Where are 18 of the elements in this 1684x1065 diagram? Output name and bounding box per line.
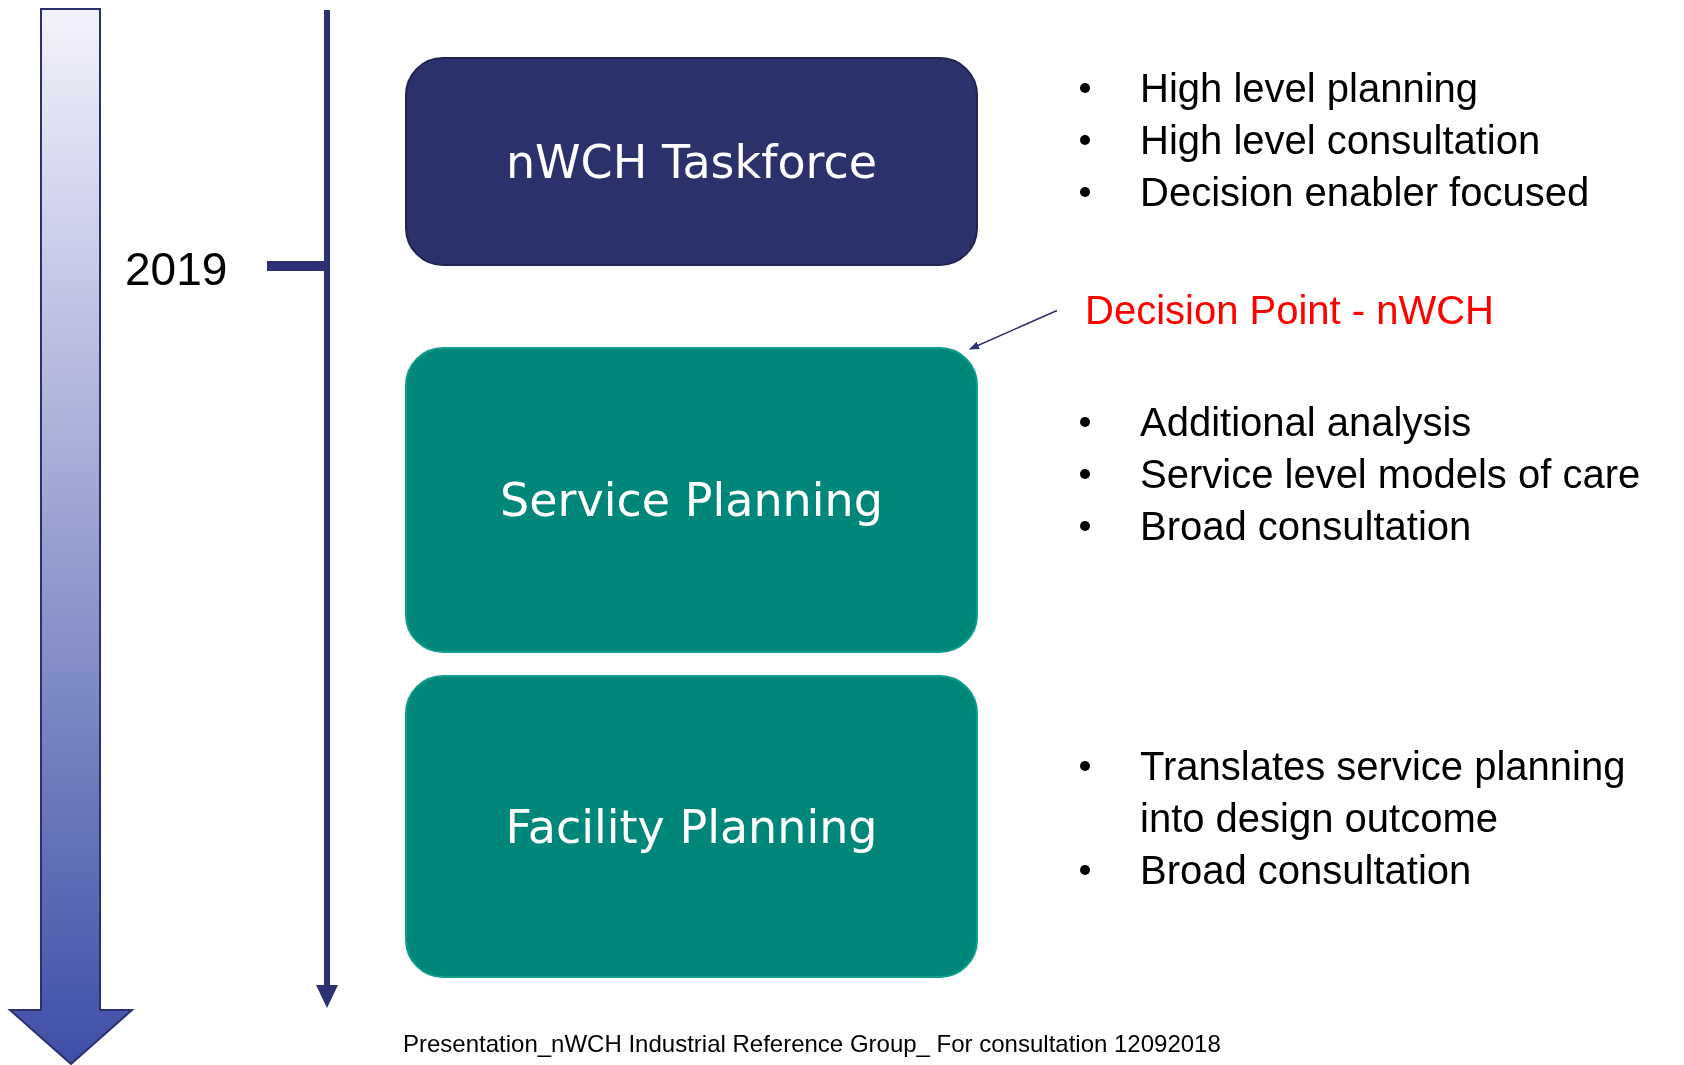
bullet-text: Additional analysis	[1140, 399, 1472, 446]
year-label: 2019	[125, 242, 228, 296]
bullet-text: Decision enabler focused	[1140, 169, 1590, 216]
stage-title: nWCH Taskforce	[505, 134, 878, 189]
bullet-text: Broad consultation	[1140, 503, 1472, 550]
callout-text: Decision Point - nWCH	[1085, 288, 1494, 333]
bullet-text: High level planning	[1140, 65, 1478, 112]
bullet-text: Translates service planning into design outcome	[1140, 743, 1627, 842]
bullet-text: Service level models of care	[1140, 451, 1641, 498]
stage-box	[405, 57, 978, 266]
bullet-text: Broad consultation	[1140, 847, 1472, 894]
stage-title: Facility Planning	[505, 799, 878, 854]
stage-box	[405, 675, 978, 978]
stage-box	[405, 347, 978, 653]
bullet-text: High level consultation	[1140, 117, 1541, 164]
footer-caption: Presentation_nWCH Industrial Reference Group_ For consultation 12092018	[403, 1030, 1221, 1058]
stage-title: Service Planning	[500, 473, 883, 527]
arrow	[969, 309, 1058, 350]
